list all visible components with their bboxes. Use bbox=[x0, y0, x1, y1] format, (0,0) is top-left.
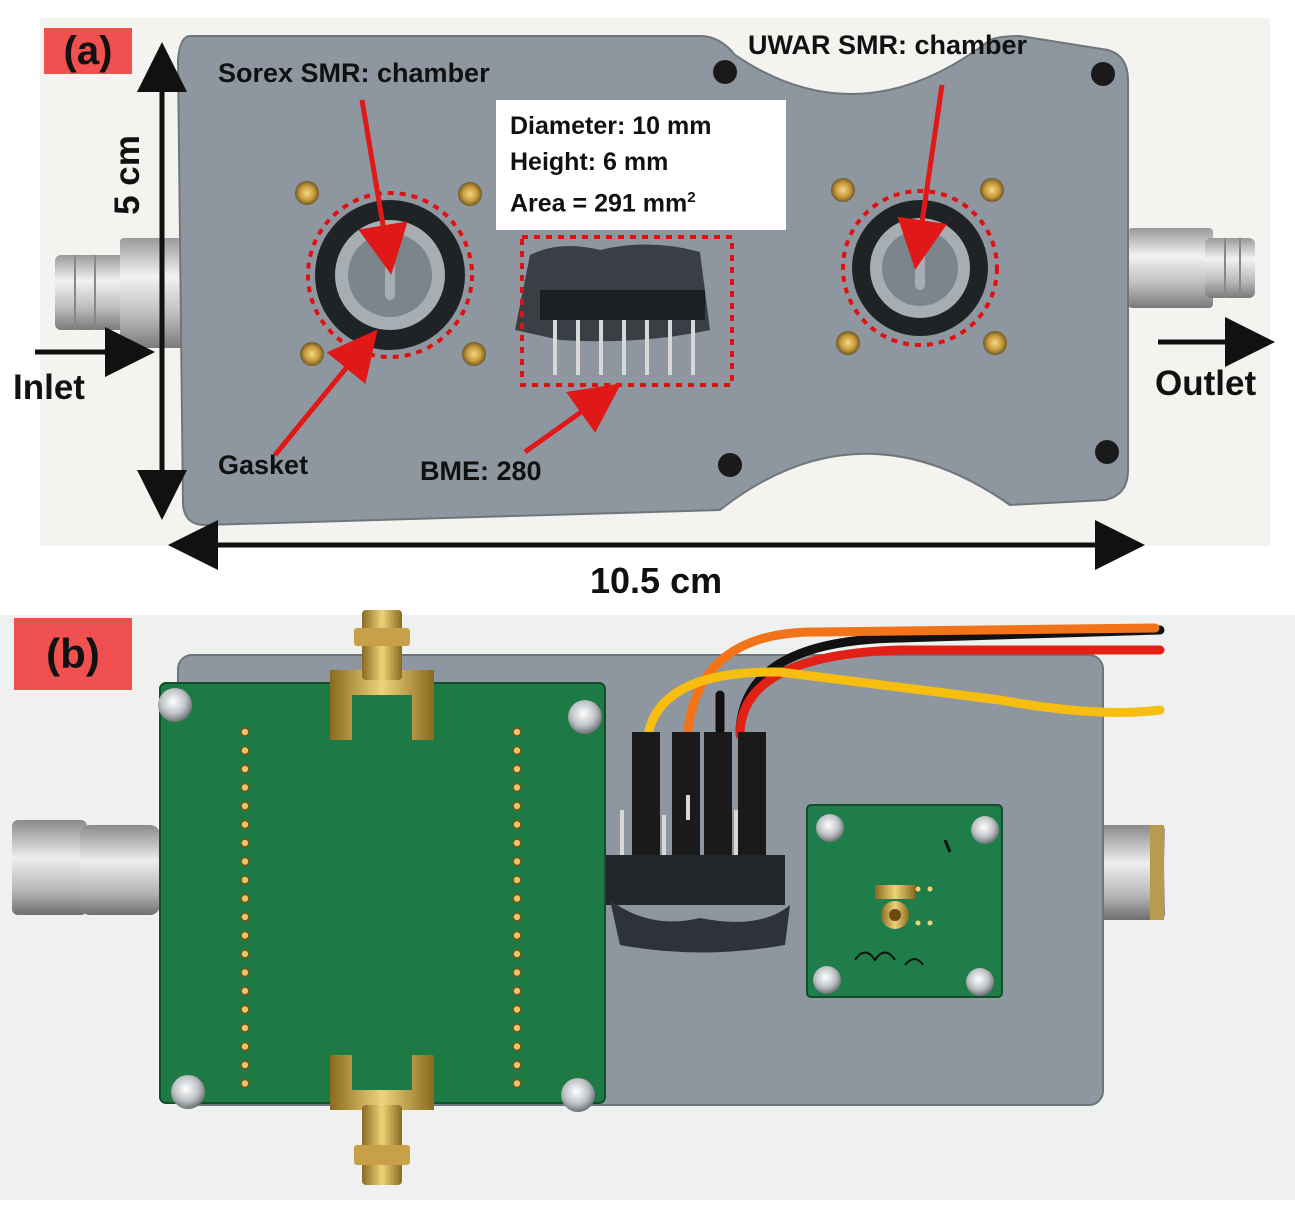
through-hole-pad bbox=[240, 949, 250, 959]
through-hole-pad bbox=[240, 967, 250, 978]
screw bbox=[158, 688, 192, 722]
width-dimension-label: 10.5 cm bbox=[590, 560, 723, 601]
through-hole-pad bbox=[240, 745, 250, 756]
outlet-fitting bbox=[1128, 228, 1255, 308]
gasket-pointer-arrow bbox=[273, 329, 378, 457]
uwar-chamber bbox=[841, 189, 999, 347]
panel-b-photo bbox=[0, 600, 1295, 1205]
gasket-label: Gasket bbox=[218, 450, 309, 480]
through-hole-pad bbox=[512, 949, 522, 959]
through-hole-pad bbox=[240, 893, 250, 904]
inlet-label: Inlet bbox=[13, 368, 85, 407]
through-hole-pad bbox=[240, 801, 250, 811]
through-hole-pad bbox=[240, 782, 250, 793]
through-hole-pad bbox=[512, 819, 522, 830]
sorex-chamber bbox=[306, 191, 474, 359]
through-hole-pad bbox=[240, 1023, 250, 1033]
through-hole-pad bbox=[512, 1023, 522, 1033]
diameter-text: Diameter: 10 mm bbox=[510, 112, 712, 140]
screw bbox=[561, 1078, 595, 1112]
through-hole-pad bbox=[512, 1060, 522, 1070]
through-hole-pad bbox=[512, 782, 522, 793]
panel-b: (b) bbox=[0, 600, 1295, 1205]
through-hole-pad bbox=[240, 1041, 250, 1052]
panel-b-label: (b) bbox=[14, 618, 132, 690]
sensor-wires bbox=[643, 623, 1165, 740]
right-fitting bbox=[1095, 825, 1165, 920]
through-hole-pad bbox=[512, 1041, 522, 1052]
through-hole-pad bbox=[512, 764, 522, 774]
through-hole-pad bbox=[512, 727, 522, 737]
smr-pcb bbox=[806, 804, 1003, 998]
through-hole-pad bbox=[512, 838, 522, 848]
through-hole-pad bbox=[240, 1078, 250, 1089]
through-hole-pad bbox=[512, 875, 522, 885]
through-hole-pad bbox=[240, 930, 250, 941]
pad-column-right bbox=[512, 727, 522, 1089]
through-hole-pad bbox=[240, 875, 250, 885]
height-text: Height: 6 mm bbox=[510, 148, 669, 176]
sorex-pointer-arrow bbox=[358, 99, 408, 275]
area-text: Area = 291 mm2 bbox=[510, 180, 772, 221]
uwar-pointer-arrow bbox=[897, 84, 948, 270]
through-hole-pad bbox=[512, 930, 522, 941]
pad-column-left bbox=[240, 727, 250, 1089]
through-hole-pad bbox=[512, 912, 522, 922]
screw bbox=[568, 700, 602, 734]
uwar-chamber-label: UWAR SMR: chamber bbox=[748, 30, 1028, 60]
through-hole-pad bbox=[240, 1060, 250, 1070]
through-hole-pad bbox=[512, 745, 522, 756]
main-pcb bbox=[159, 670, 606, 1110]
area-superscript: 2 bbox=[687, 189, 696, 206]
through-hole-pad bbox=[512, 986, 522, 996]
dupont-connectors bbox=[605, 732, 790, 953]
through-hole-pad bbox=[240, 838, 250, 848]
through-hole-pad bbox=[512, 1004, 522, 1015]
through-hole-pad bbox=[512, 1078, 522, 1089]
bme-pointer-arrow bbox=[523, 383, 622, 455]
left-fitting bbox=[12, 820, 160, 915]
through-hole-pad bbox=[240, 727, 250, 737]
through-hole-pad bbox=[240, 856, 250, 867]
chamber-dimensions-box: Diameter: 10 mm Height: 6 mm Area = 291 … bbox=[496, 100, 786, 230]
through-hole-pad bbox=[240, 1004, 250, 1015]
sma-connector-bottom bbox=[354, 1105, 410, 1185]
through-hole-pad bbox=[240, 986, 250, 996]
through-hole-pad bbox=[512, 856, 522, 867]
through-hole-pad bbox=[240, 912, 250, 922]
sma-connector-top bbox=[354, 610, 410, 680]
area-value: Area = 291 mm bbox=[510, 189, 688, 218]
screw bbox=[171, 1075, 205, 1109]
through-hole-pad bbox=[512, 967, 522, 978]
height-dimension-label: 5 cm bbox=[107, 135, 147, 215]
through-hole-pad bbox=[240, 764, 250, 774]
bme-label: BME: 280 bbox=[420, 456, 542, 486]
outlet-label: Outlet bbox=[1155, 364, 1257, 403]
sorex-chamber-label: Sorex SMR: chamber bbox=[218, 58, 490, 88]
panel-a: (a) Sorex SMR: chamber UWAR SMR: chamber… bbox=[0, 0, 1295, 601]
through-hole-pad bbox=[512, 801, 522, 811]
through-hole-pad bbox=[512, 893, 522, 904]
panel-a-photo bbox=[35, 18, 1275, 570]
bme280-sensor bbox=[515, 235, 734, 387]
through-hole-pad bbox=[240, 819, 250, 830]
panel-a-label: (a) bbox=[44, 28, 132, 74]
